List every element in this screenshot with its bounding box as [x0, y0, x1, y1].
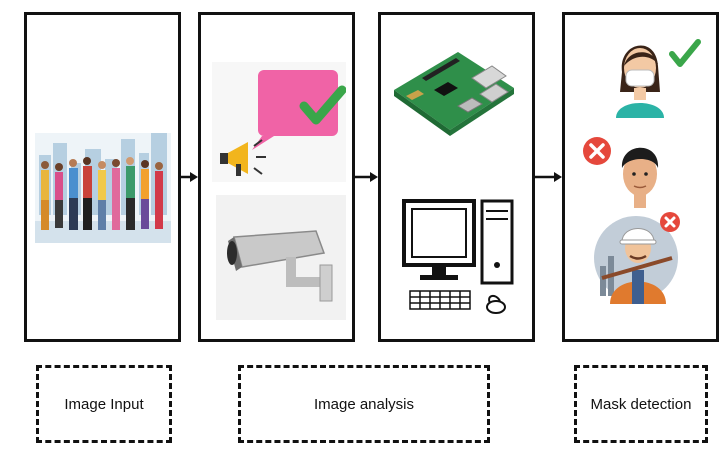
raspberry-pi-board: [394, 52, 514, 136]
megaphone-icon: [220, 139, 266, 176]
unmasked-man-icon: [583, 137, 659, 208]
checkmark-icon: [299, 85, 346, 125]
arrow-analysis-to-analysis: [355, 172, 378, 182]
label-image-analysis: Image analysis: [238, 365, 490, 443]
desktop-computer-icon: [402, 199, 514, 314]
label-mask-detection: Mask detection: [574, 365, 708, 443]
checkmark-icon: [669, 39, 701, 67]
crowd-image: [35, 133, 171, 243]
masked-woman-icon: [616, 39, 701, 118]
arrow-analysis-to-detection: [535, 172, 562, 182]
worker-icon: [594, 212, 680, 304]
label-image-input: Image Input: [36, 365, 172, 443]
label-image-input-text: Image Input: [64, 395, 144, 413]
label-mask-detection-text: Mask detection: [590, 395, 692, 413]
alert-notification-image: [212, 62, 346, 182]
arrow-input-to-analysis: [181, 172, 198, 182]
cctv-camera-icon: [216, 195, 346, 320]
label-image-analysis-text: Image analysis: [313, 395, 415, 413]
